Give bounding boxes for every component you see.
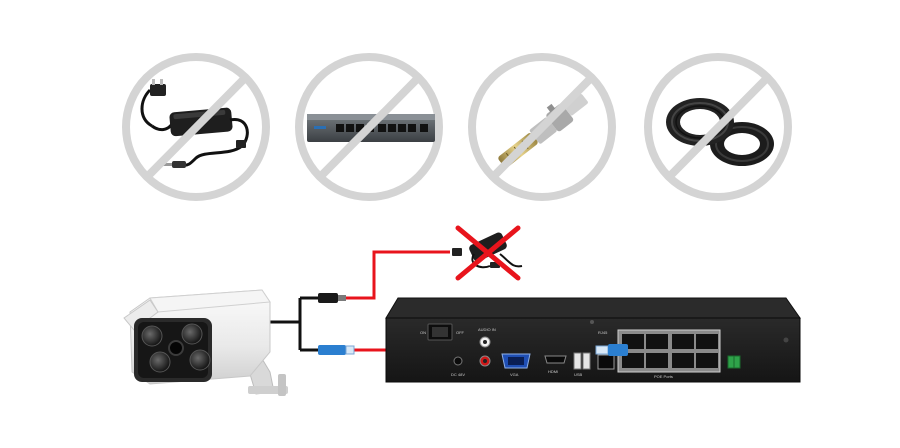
dc-label: DC 48V	[451, 372, 465, 377]
audio-out-jack[interactable]	[479, 355, 491, 367]
no-adapter-needed	[452, 225, 523, 281]
usb-label: USB	[574, 372, 583, 377]
no-coax-cable	[644, 53, 792, 201]
rj45-plug-camera	[318, 345, 355, 355]
power-adapter-icon	[140, 79, 249, 168]
vga-port[interactable]	[501, 353, 531, 369]
switch-off-label: OFF	[456, 330, 465, 335]
no-bnc-connector	[468, 53, 616, 201]
dc-jack[interactable]	[453, 356, 463, 366]
nvr-recorder: ON OFF DC 48V AUDIO IN VGA HDMI	[385, 297, 801, 383]
dc-connector	[318, 293, 346, 303]
bullet-camera	[123, 289, 288, 396]
usb-ports[interactable]	[573, 352, 591, 370]
hdmi-label: HDMI	[548, 369, 558, 374]
power-switch[interactable]	[427, 323, 453, 341]
poe-port[interactable]	[622, 334, 718, 368]
rj45-plug-nvr	[595, 344, 628, 356]
rj45-uplink-port[interactable]	[597, 354, 615, 370]
alarm-terminal[interactable]	[727, 355, 741, 369]
audio-label: AUDIO IN	[478, 327, 496, 332]
no-network-switch	[295, 53, 443, 201]
no-power-adapter	[122, 53, 270, 201]
poe-port-block	[617, 329, 721, 373]
poe-label: POE Ports	[654, 374, 673, 379]
audio-in-jack[interactable]	[479, 336, 491, 348]
hdmi-port[interactable]	[544, 355, 567, 364]
rj45-label: RJ45	[598, 330, 608, 335]
switch-on-label: ON	[420, 330, 426, 335]
cross-stroke-2	[455, 225, 521, 281]
vga-label: VGA	[510, 372, 519, 377]
